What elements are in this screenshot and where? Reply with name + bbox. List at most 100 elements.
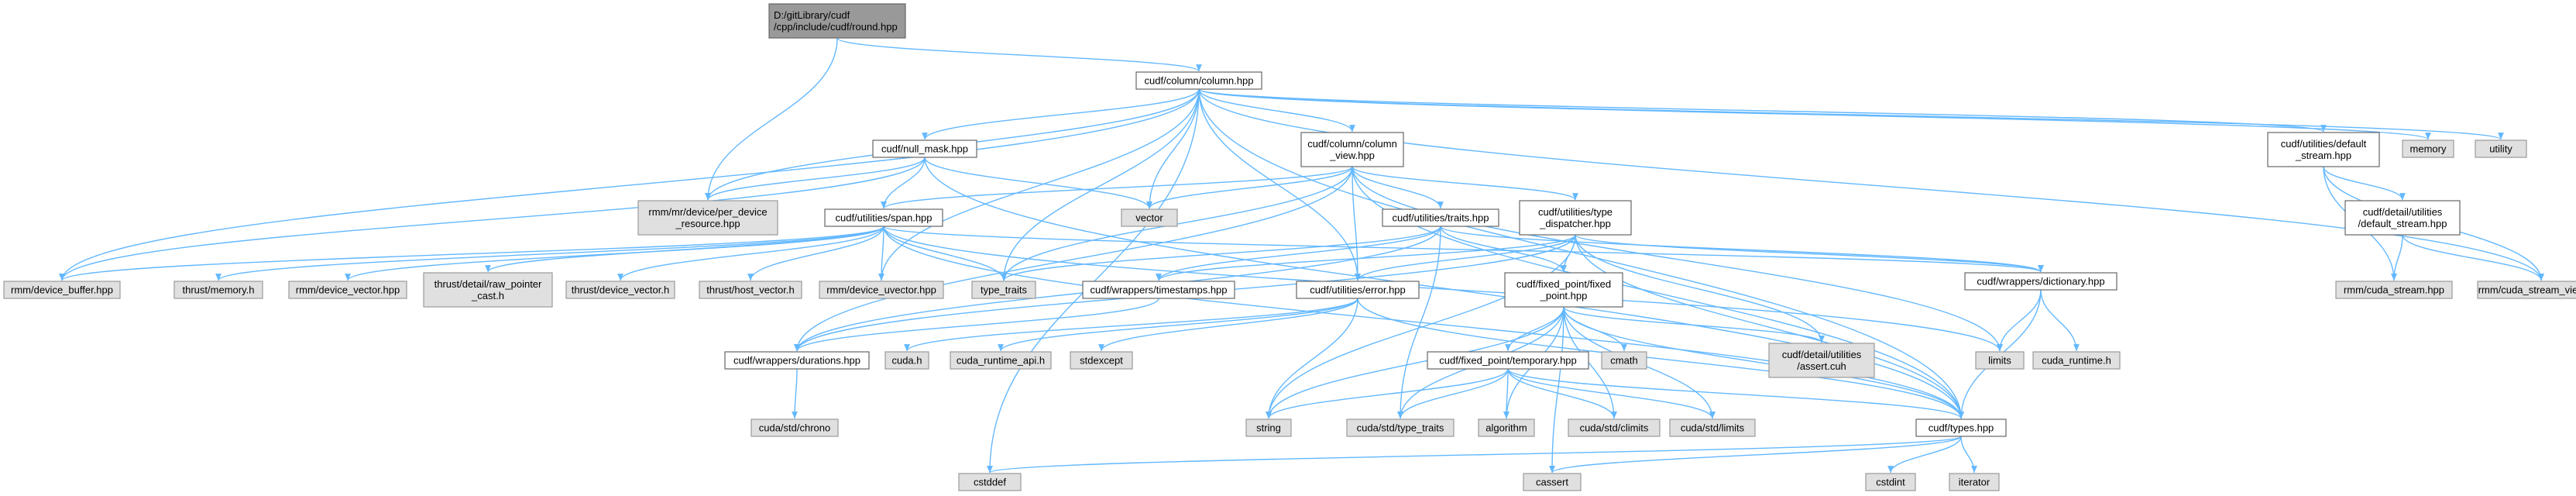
node-label: _stream.hpp [2295,150,2351,161]
node-box [3,281,121,299]
node-label: utility [2489,143,2512,155]
node-label: cudf/types.hpp [1929,422,1994,434]
node-vector: vector [1121,208,1178,227]
node-thrust-host-vector: thrust/host_vector.h [699,281,802,299]
edge-span-to-limits [883,226,2003,352]
node-device-uvector: rmm/device_uvector.hpp [819,281,944,299]
node-box [1082,281,1235,299]
node-iterator: iterator [1949,473,2000,491]
dependency-edges [59,37,2544,474]
node-label: D:/gitLibrary/cudf [774,9,850,21]
node-label: _view.hpp [1329,150,1375,161]
node-label: _resource.hpp [675,218,740,229]
node-box [724,351,870,370]
node-label: cudf/detail/utilities [2363,206,2443,218]
node-label: cmath [1610,355,1637,367]
node-label: string [1256,422,1281,434]
edge-round-to-column [836,37,1202,72]
edge-error-to-cuda-h [904,298,1358,352]
edge-span-to-dictionary [883,226,2044,273]
node-box [1300,132,1404,167]
node-label: /default_stream.hpp [2358,218,2447,229]
node-assert-cuh: cudf/detail/utilities/assert.cuh [1768,343,1875,378]
node-column[interactable]: cudf/column/column.hpp [1135,71,1262,90]
edge-type-dispatcher-to-dictionary [1575,234,2044,273]
node-label: limits [1988,355,2011,367]
edge-error-to-types [1357,298,1964,419]
node-label: thrust/host_vector.h [706,284,794,296]
node-timestamps[interactable]: cudf/wrappers/timestamps.hpp [1082,281,1235,299]
node-box [750,418,839,437]
node-box [1568,418,1661,437]
node-box [884,351,929,370]
edge-durations-to-chrono [792,368,798,419]
node-box [1964,272,2117,291]
edge-type-dispatcher-to-assert-cuh [1575,234,1825,343]
node-durations[interactable]: cudf/wrappers/durations.hpp [724,351,870,370]
node-label: cudf/detail/utilities [1782,349,1862,360]
node-null-mask[interactable]: cudf/null_mask.hpp [872,140,977,158]
node-column-view[interactable]: cudf/column/column_view.hpp [1300,132,1404,167]
node-box [1382,208,1499,227]
node-cuda-stream-view: rmm/cuda_stream_view.hpp [2477,281,2576,299]
edge-error-to-cuda-runtime-api [998,298,1358,352]
node-device-buffer: rmm/device_buffer.hpp [3,281,121,299]
edge-detail-default-stream-to-cuda-stream [2391,234,2403,281]
node-type-dispatcher[interactable]: cudf/utilities/type_dispatcher.hpp [1519,200,1632,236]
node-round[interactable]: D:/gitLibrary/cudf/cpp/include/cudf/roun… [768,3,906,39]
node-raw-pointer-cast: thrust/detail/raw_pointer_cast.h [423,272,553,308]
node-label: cudf/wrappers/dictionary.hpp [1977,276,2104,288]
node-box [173,281,263,299]
node-label: cudf/wrappers/durations.hpp [733,355,860,367]
edge-type-dispatcher-to-timestamps [1156,234,1576,281]
node-types[interactable]: cudf/types.hpp [1915,418,2007,437]
node-label: cuda_runtime_api.h [957,355,1045,367]
node-label: cassert [1536,477,1568,488]
node-label: cudf/column/column [1307,138,1397,150]
node-span[interactable]: cudf/utilities/span.hpp [824,208,943,227]
node-label: memory [2410,143,2447,155]
node-label: rmm/cuda_stream.hpp [2344,284,2444,296]
node-detail-default-stream[interactable]: cudf/detail/utilities/default_stream.hpp [2344,200,2461,236]
node-cuda-runtime: cuda_runtime.h [2032,351,2121,370]
node-string: string [1245,418,1292,437]
node-label: cudf/fixed_point/fixed [1516,278,1611,290]
header-nodes: D:/gitLibrary/cudf/cpp/include/cudf/roun… [3,3,2576,491]
edge-column-view-to-durations [794,166,1353,352]
edge-temporary-to-cuda-type-traits [1397,368,1509,419]
node-box [1296,281,1420,299]
node-box [1768,343,1875,378]
edge-fixed-point-to-cassert [1549,306,1564,474]
node-error[interactable]: cudf/utilities/error.hpp [1296,281,1420,299]
edge-column-to-vector [1146,88,1200,209]
node-label: type_traits [981,284,1027,296]
node-rmm-device-vector: rmm/device_vector.hpp [288,281,407,299]
node-fixed-point[interactable]: cudf/fixed_point/fixed_point.hpp [1504,272,1623,308]
edge-column-view-to-type-dispatcher [1352,166,1578,201]
edge-types-to-cstdint [1887,436,1962,474]
node-traits[interactable]: cudf/utilities/traits.hpp [1382,208,1499,227]
edge-temporary-to-string [1266,368,1509,419]
node-chrono: cuda/std/chrono [750,418,839,437]
node-box [768,3,906,39]
edge-dictionary-to-cuda-runtime [2040,289,2080,352]
edge-column-to-type-traits [1001,88,1200,281]
node-default-stream[interactable]: cudf/utilities/default_stream.hpp [2267,132,2380,167]
edge-column-view-to-span [881,166,1353,209]
edge-null-mask-to-device-buffer [59,157,926,281]
node-utility: utility [2475,140,2527,158]
node-box [2344,200,2461,236]
node-label: _cast.h [471,290,504,301]
node-box [637,200,778,236]
edge-traits-to-cuda-type-traits [1397,226,1441,419]
edge-span-to-thrust-memory [215,226,884,281]
node-label: cuda_runtime.h [2042,355,2111,367]
node-dictionary[interactable]: cudf/wrappers/dictionary.hpp [1964,272,2117,291]
edge-column-view-to-error [1352,166,1361,281]
node-temporary[interactable]: cudf/fixed_point/temporary.hpp [1427,351,1589,370]
node-label: cudf/utilities/error.hpp [1310,284,1406,296]
node-box [971,281,1036,299]
node-cuda-h: cuda.h [884,351,929,370]
node-box [2335,281,2453,299]
